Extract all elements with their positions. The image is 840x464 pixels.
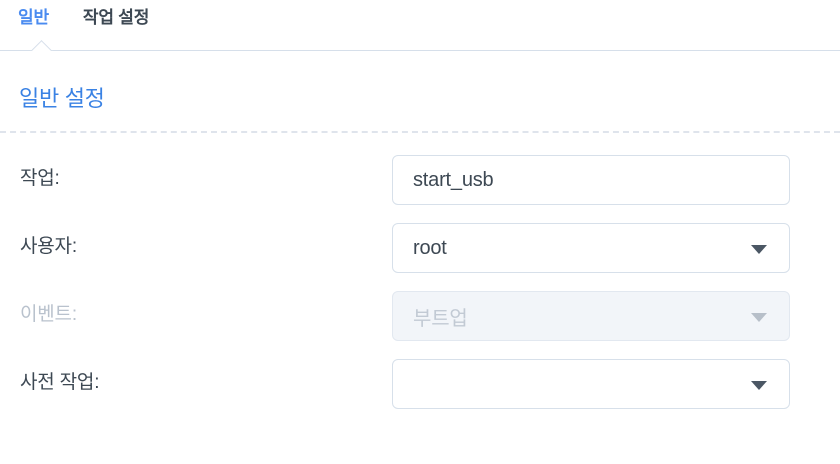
task-input[interactable]: start_usb (392, 155, 790, 205)
tab-bar: 일반 작업 설정 (0, 0, 840, 52)
label-task: 작업: (20, 168, 60, 189)
form-row-task: 작업: start_usb (0, 148, 840, 216)
chevron-down-icon[interactable] (751, 245, 767, 254)
form-row-user: 사용자: root (0, 216, 840, 284)
label-user: 사용자: (20, 236, 77, 257)
label-pre-task: 사전 작업: (20, 372, 100, 393)
tab-general[interactable]: 일반 (18, 8, 49, 27)
form-row-pre-task: 사전 작업: (0, 352, 840, 420)
form-row-event: 이벤트: 부트업 (0, 284, 840, 352)
task-input-value: start_usb (413, 168, 494, 191)
user-select-value: root (413, 236, 447, 259)
tab-list: 일반 작업 설정 (18, 6, 149, 30)
tab-separator (0, 50, 840, 51)
section-divider (0, 131, 840, 133)
chevron-down-icon[interactable] (751, 381, 767, 390)
event-select: 부트업 (392, 291, 790, 341)
section-title: 일반 설정 (19, 86, 105, 111)
user-select[interactable]: root (392, 223, 790, 273)
label-event: 이벤트: (20, 304, 77, 325)
pre-task-select-value (413, 360, 745, 408)
general-settings-form: 작업: start_usb 사용자: root 이벤트: 부트업 사전 작업: (0, 148, 840, 420)
tab-task-settings[interactable]: 작업 설정 (82, 8, 150, 27)
event-select-value: 부트업 (413, 307, 468, 330)
chevron-down-icon (751, 313, 767, 322)
caret-up-icon (29, 40, 55, 51)
pre-task-select[interactable] (392, 359, 790, 409)
